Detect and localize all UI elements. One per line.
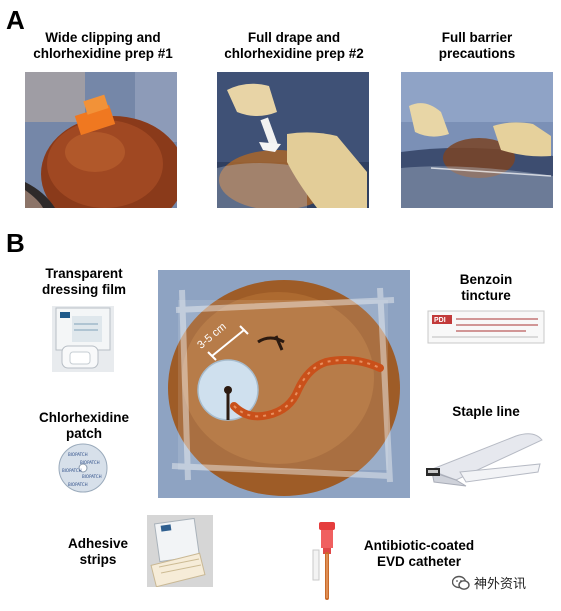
caption-a1-line1: Wide clipping and bbox=[45, 30, 161, 45]
label-staple-line-text: Staple line bbox=[452, 404, 520, 419]
photo-full-barrier-precautions bbox=[401, 72, 553, 208]
panel-a-letter: A bbox=[6, 5, 25, 35]
chlorhexidine-patch-image: BIOPATCH BIOPATCH BIOPATCH BIOPATCH BIOP… bbox=[52, 442, 114, 494]
photo-full-drape-prep-illustration bbox=[217, 72, 369, 208]
caption-a1-line2: chlorhexidine prep #1 bbox=[33, 46, 173, 61]
label-catheter-line2: EVD catheter bbox=[376, 554, 462, 569]
label-benzoin-line1: Benzoin bbox=[459, 272, 513, 287]
caption-a2-line1: Full drape and bbox=[247, 30, 341, 45]
caption-a1: Wide clipping and chlorhexidine prep #1 bbox=[18, 30, 188, 62]
caption-a3: Full barrier precautions bbox=[402, 30, 552, 62]
photo-full-barrier-illustration bbox=[401, 72, 553, 208]
chlorhexidine-patch-illustration: BIOPATCH BIOPATCH BIOPATCH BIOPATCH BIOP… bbox=[58, 443, 108, 493]
caption-a3-line1: Full barrier bbox=[441, 30, 513, 45]
patch-print-4: BIOPATCH bbox=[82, 474, 102, 479]
label-benzoin-line2: tincture bbox=[461, 288, 511, 303]
watermark: 神外资讯 bbox=[452, 573, 526, 592]
caption-a2-line2: chlorhexidine prep #2 bbox=[224, 46, 364, 61]
benzoin-brand: PDI bbox=[434, 317, 446, 324]
transparent-dressing-film-illustration bbox=[55, 307, 111, 369]
skin-stapler-image bbox=[420, 420, 548, 490]
patch-print-5: BIOPATCH bbox=[68, 482, 88, 487]
label-benzoin-tincture: Benzoin tincture bbox=[430, 272, 542, 304]
photo-wide-clipping-prep-illustration bbox=[25, 72, 177, 208]
dressed-evd-site-photo: 3-5 cm bbox=[158, 270, 410, 498]
label-staple-line: Staple line bbox=[430, 404, 542, 420]
label-adhesive-strips: Adhesive strips bbox=[50, 536, 146, 568]
label-adhesive-strips-line2: strips bbox=[79, 552, 117, 567]
photo-full-drape-prep bbox=[217, 72, 369, 208]
label-adhesive-strips-line1: Adhesive bbox=[67, 536, 129, 551]
label-chlorhexidine-patch: Chlorhexidine patch bbox=[22, 410, 146, 442]
label-transparent-film: Transparent dressing film bbox=[20, 266, 148, 298]
wechat-logo-icon bbox=[452, 575, 470, 590]
benzoin-tincture-image: PDI bbox=[426, 307, 546, 347]
label-transparent-film-line2: dressing film bbox=[41, 282, 127, 297]
watermark-text: 神外资讯 bbox=[474, 576, 527, 591]
patch-print-3: BIOPATCH bbox=[62, 468, 82, 473]
dressed-evd-site-illustration: 3-5 cm bbox=[158, 270, 410, 498]
evd-catheter-image bbox=[311, 520, 351, 600]
evd-catheter-illustration bbox=[312, 522, 335, 600]
benzoin-tincture-illustration: PDI bbox=[427, 310, 545, 344]
label-catheter-line1: Antibiotic-coated bbox=[363, 538, 475, 553]
adhesive-strips-illustration bbox=[147, 515, 213, 587]
caption-a3-line2: precautions bbox=[438, 46, 516, 61]
label-antibiotic-catheter: Antibiotic-coated EVD catheter bbox=[342, 538, 496, 570]
photo-wide-clipping-prep bbox=[25, 72, 177, 208]
label-transparent-film-line1: Transparent bbox=[45, 266, 123, 281]
label-chlorhexidine-patch-line2: patch bbox=[65, 426, 102, 441]
transparent-dressing-film-image bbox=[52, 306, 114, 372]
caption-a2: Full drape and chlorhexidine prep #2 bbox=[204, 30, 384, 62]
patch-print-1: BIOPATCH bbox=[68, 452, 88, 457]
skin-stapler-illustration bbox=[426, 433, 543, 487]
label-chlorhexidine-patch-line1: Chlorhexidine bbox=[38, 410, 129, 425]
adhesive-strips-image bbox=[147, 515, 213, 587]
panel-b-letter: B bbox=[6, 228, 25, 258]
patch-print-2: BIOPATCH bbox=[80, 460, 100, 465]
